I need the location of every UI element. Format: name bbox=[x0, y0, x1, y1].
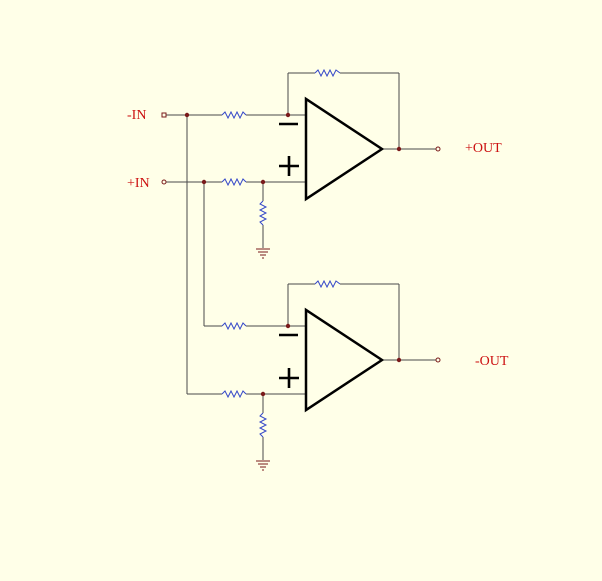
junction-dot bbox=[396, 357, 402, 363]
top-noninverting-input-resistor bbox=[221, 177, 247, 187]
label-in-minus: -IN bbox=[127, 108, 146, 123]
top-feedback-resistor bbox=[314, 68, 341, 78]
in-plus-terminal bbox=[161, 179, 167, 185]
junction-dot bbox=[285, 112, 291, 118]
bottom-ground-symbol bbox=[256, 460, 270, 471]
top-noninverting-plus-sign bbox=[279, 156, 299, 176]
junction-dot bbox=[285, 323, 291, 329]
input-wiring bbox=[166, 114, 306, 395]
label-in-plus: +IN bbox=[127, 176, 150, 191]
top-ground-symbol bbox=[256, 248, 270, 259]
in-minus-terminal bbox=[161, 112, 167, 118]
bottom-amplifier-stage bbox=[221, 279, 436, 471]
terminals bbox=[161, 112, 441, 363]
junction-dot bbox=[260, 391, 266, 397]
junction-dot bbox=[396, 146, 402, 152]
junction-dots bbox=[184, 112, 402, 397]
top-inverting-input-resistor bbox=[221, 110, 247, 120]
bottom-noninverting-plus-sign bbox=[279, 368, 299, 388]
out-minus-terminal bbox=[435, 357, 441, 363]
label-out-minus: -OUT bbox=[475, 354, 509, 369]
bottom-inverting-input-resistor bbox=[221, 321, 247, 331]
bottom-feedback-resistor bbox=[314, 279, 341, 289]
top-amplifier-stage bbox=[221, 68, 436, 259]
label-out-plus: +OUT bbox=[465, 141, 502, 156]
bottom-noninverting-input-resistor bbox=[221, 389, 247, 399]
top-op-amp-triangle bbox=[304, 96, 385, 202]
junction-dot bbox=[201, 179, 207, 185]
top-ground-resistor bbox=[258, 200, 268, 226]
junction-dot bbox=[184, 112, 190, 118]
bottom-op-amp-triangle bbox=[304, 307, 385, 413]
junction-dot bbox=[260, 179, 266, 185]
bottom-ground-resistor bbox=[258, 412, 268, 438]
out-plus-terminal bbox=[435, 146, 441, 152]
